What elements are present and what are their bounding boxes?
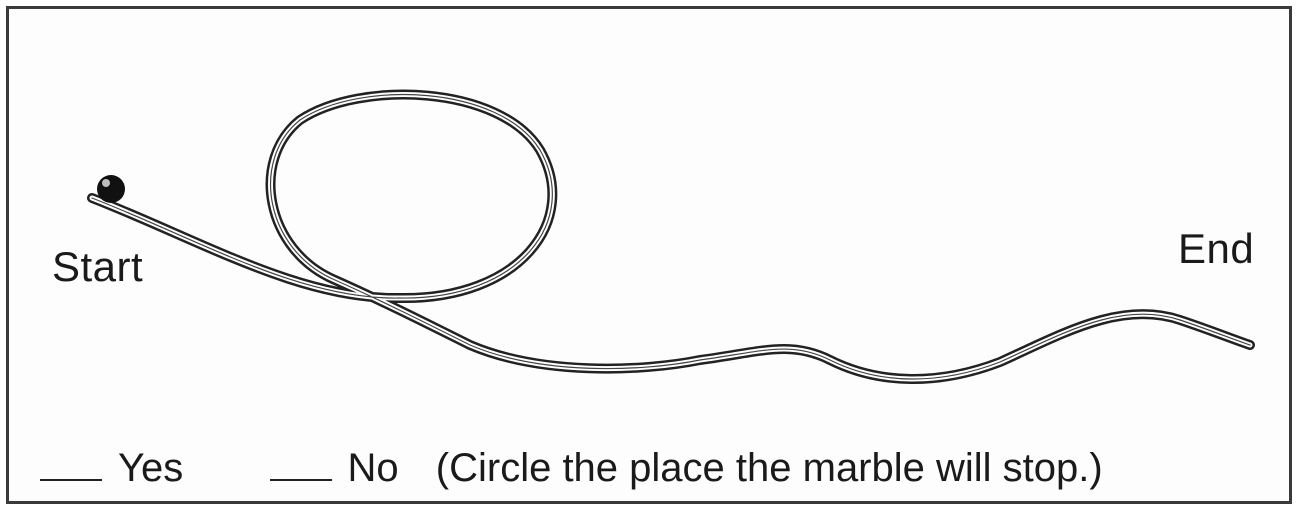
track-outer-line xyxy=(92,95,1250,379)
marble-icon xyxy=(97,175,125,203)
end-label: End xyxy=(1178,228,1254,270)
answer-row: Yes No (Circle the place the marble will… xyxy=(40,448,1103,488)
instruction-text: (Circle the place the marble will stop.) xyxy=(436,446,1103,490)
no-label: No xyxy=(348,446,399,490)
yes-blank[interactable] xyxy=(40,449,102,481)
start-label: Start xyxy=(52,246,143,288)
no-blank[interactable] xyxy=(270,449,332,481)
yes-label: Yes xyxy=(118,446,183,490)
track-inner-line xyxy=(92,95,1250,379)
track-center-line xyxy=(92,95,1250,379)
